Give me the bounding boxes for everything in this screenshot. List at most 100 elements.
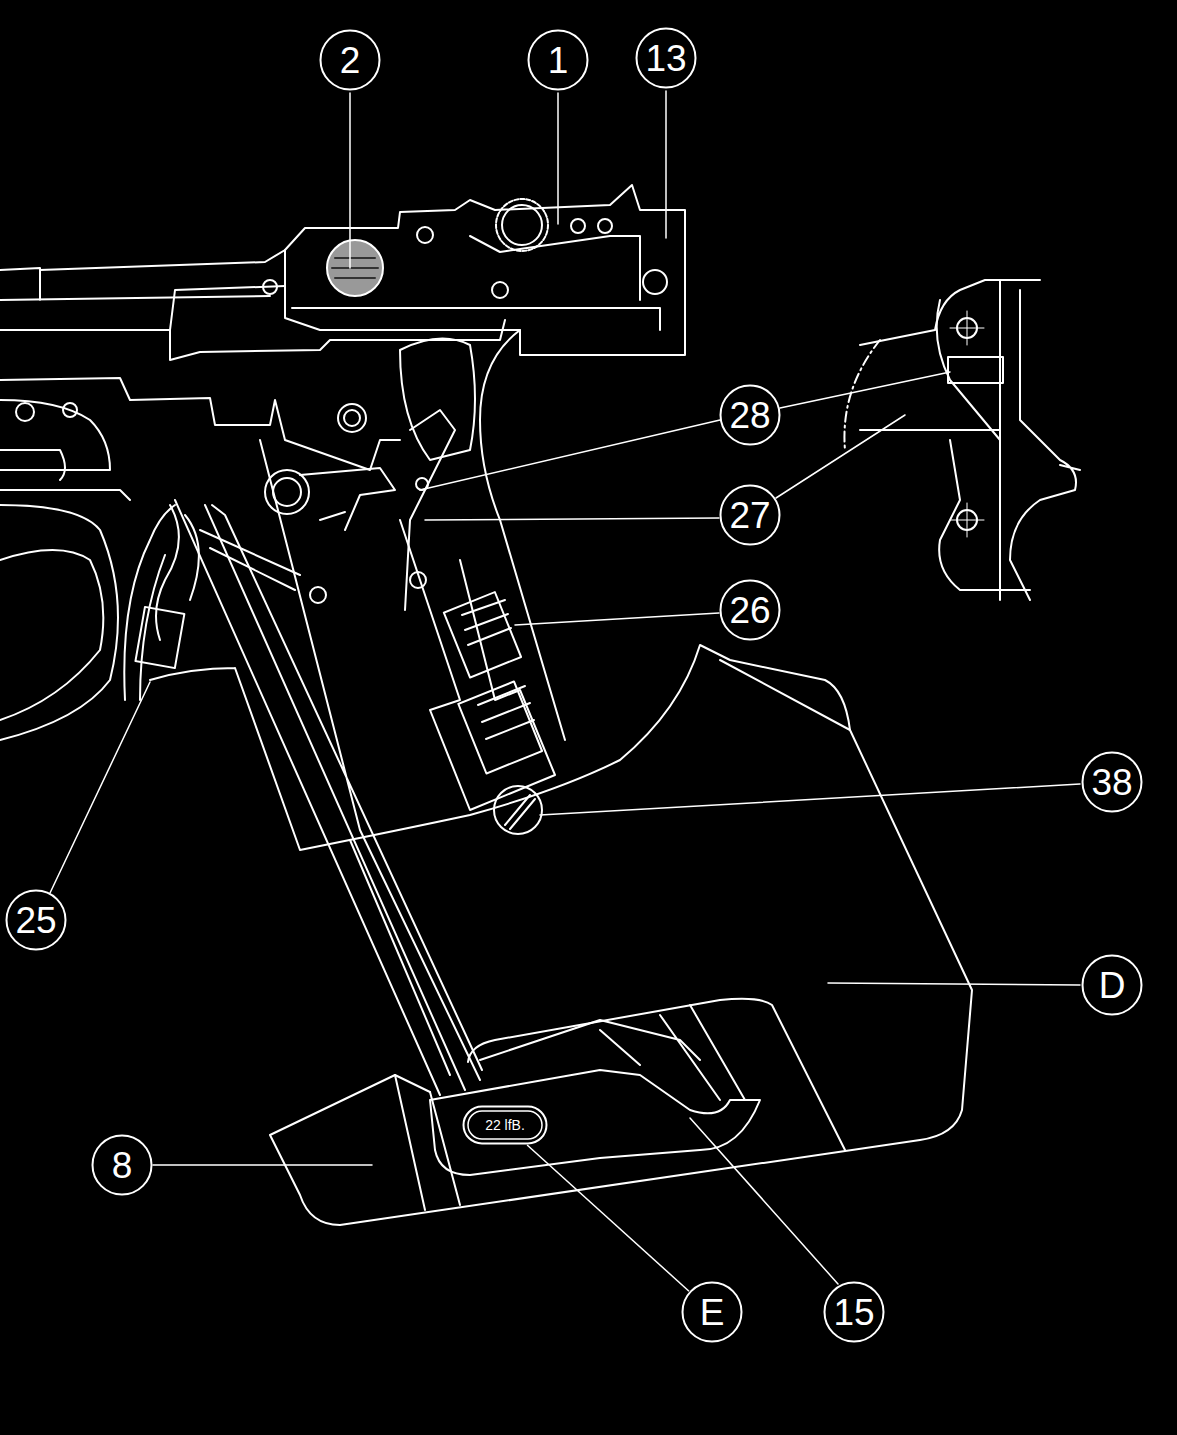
pin: [310, 587, 326, 603]
leader-line: [153, 1164, 372, 1166]
screw-slot: [505, 795, 535, 829]
callout-circle: 13: [635, 27, 697, 89]
sight-inner: [292, 236, 660, 330]
pin: [16, 403, 34, 421]
callout-number: 25: [15, 902, 56, 939]
spring-coils: [462, 600, 534, 739]
leader-line: [420, 420, 720, 490]
screw: [643, 270, 667, 294]
leader-line: [665, 91, 667, 238]
callout-number: 26: [729, 592, 770, 629]
leader-line: [425, 518, 719, 520]
oval-border: [468, 1111, 542, 1139]
circle-border: [7, 891, 66, 950]
circle-border: [721, 581, 780, 640]
screw: [494, 786, 542, 834]
callout-circle: 8: [91, 1134, 153, 1196]
trigger-bar: [300, 468, 395, 530]
leader-line: [828, 983, 1080, 985]
oval-border: [464, 1107, 547, 1144]
inset-cutline: [844, 340, 880, 450]
grip-front: [124, 505, 175, 700]
leader-line: [349, 93, 351, 268]
screw: [417, 227, 433, 243]
rail-outline: [0, 250, 285, 300]
callout-circle: 15: [823, 1281, 885, 1343]
circle-border: [93, 1136, 152, 1195]
center-marks: [950, 311, 984, 537]
leader-line: [557, 93, 559, 224]
spring: [444, 592, 521, 678]
callout-circle: 38: [1081, 751, 1143, 813]
callout-circle: 1: [527, 29, 589, 91]
circle-border: [529, 31, 588, 90]
elevation-wheel: [496, 199, 548, 251]
screw: [571, 219, 585, 233]
leader-line: [780, 372, 950, 408]
callout-number: D: [1099, 967, 1126, 1004]
callout-circle: E: [681, 1281, 743, 1343]
callout-number: 13: [645, 40, 686, 77]
circle-border: [1083, 956, 1142, 1015]
marking-text: 22 lfB.: [485, 1118, 525, 1132]
leader-line: [50, 682, 150, 893]
circle-border: [683, 1283, 742, 1342]
callout-circle: 28: [719, 384, 781, 446]
backstrap: [480, 330, 565, 740]
circle-border: [321, 31, 380, 90]
circle-border: [1083, 753, 1142, 812]
callout-number: 15: [833, 1294, 874, 1331]
sight-housing: [285, 185, 685, 355]
leader-line: [540, 784, 1080, 815]
grip-outline: [150, 645, 972, 1225]
callout-number: 28: [729, 397, 770, 434]
callout-number: 27: [729, 497, 770, 534]
circle-border: [637, 29, 696, 88]
base-plate: [395, 1075, 460, 1210]
frame-lower: [0, 378, 400, 470]
screw: [492, 282, 508, 298]
screw: [598, 219, 612, 233]
callout-circle: 25: [5, 889, 67, 951]
circle-border: [721, 386, 780, 445]
spring-housing: [400, 520, 555, 810]
hand-rest: [350, 660, 850, 1150]
trigger-pivot: [265, 470, 309, 514]
callout-number: 8: [112, 1147, 133, 1184]
catch: [480, 1005, 745, 1100]
leader-line: [515, 613, 719, 625]
frame-left-inner: [0, 450, 118, 740]
callout-circle: D: [1081, 954, 1143, 1016]
trigger: [156, 505, 199, 640]
sear: [405, 410, 455, 610]
leader-line: [690, 1118, 838, 1284]
circle-border: [825, 1283, 884, 1342]
detent: [135, 607, 184, 668]
magazine: [175, 440, 482, 1095]
callout-number: E: [700, 1294, 725, 1331]
leader-line: [776, 415, 905, 498]
windage-knob: [327, 240, 383, 296]
circle-border: [721, 486, 780, 545]
frame-outline: [0, 286, 505, 360]
inset-part: [860, 280, 1080, 600]
trigger-pivot: [273, 478, 301, 506]
callout-circle: 26: [719, 579, 781, 641]
callout-circle: 2: [319, 29, 381, 91]
grip-top: [400, 339, 475, 460]
callout-number: 1: [548, 42, 569, 79]
pin: [338, 404, 366, 432]
callout-number: 38: [1091, 764, 1132, 801]
leader-line: [527, 1145, 689, 1291]
pin: [63, 403, 77, 417]
inset-block: [948, 357, 1003, 383]
callout-circle: 27: [719, 484, 781, 546]
callout-number: 2: [340, 42, 361, 79]
marking-oval: 22 lfB.: [462, 1105, 548, 1145]
pin: [344, 410, 360, 426]
knob-hatch: [332, 258, 378, 278]
elevation-wheel-hub: [502, 205, 542, 245]
